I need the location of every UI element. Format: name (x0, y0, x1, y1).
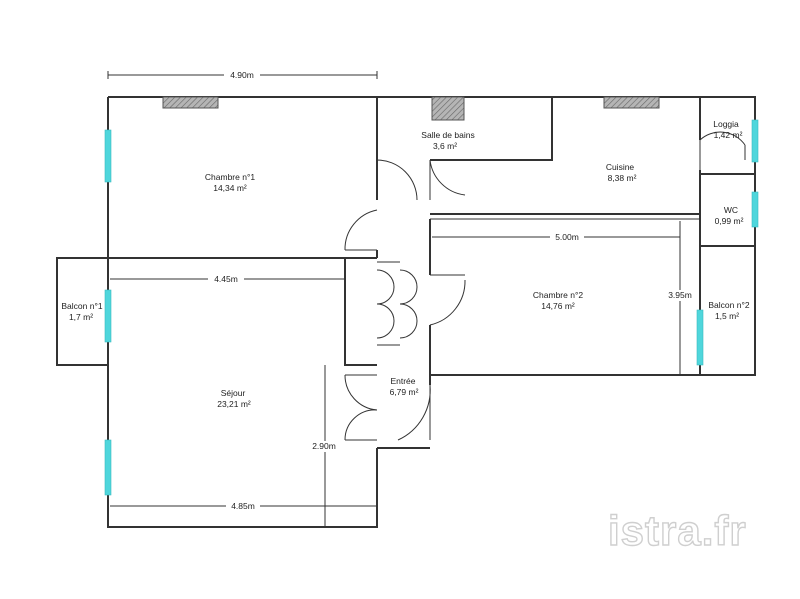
dim-sejour-width: 4.85m (231, 501, 255, 511)
window-balcon1 (104, 289, 112, 343)
room-chambre1-name: Chambre n°1 (205, 172, 255, 182)
room-entree-area: 6,79 m² (390, 387, 419, 397)
room-cuisine-name: Cuisine (606, 162, 635, 172)
room-chambre2-name: Chambre n°2 (533, 290, 583, 300)
dim-chambre1-width: 4.45m (214, 274, 238, 284)
dimension-labels: 4.90m 4.45m 5.00m 3.95m 2.90m 4.85m (208, 70, 696, 512)
dim-chambre2-width: 5.00m (555, 232, 579, 242)
room-cuisine-area: 8,38 m² (608, 173, 637, 183)
room-balcon2-name: Balcon n°2 (708, 300, 749, 310)
chimney-chambre1 (162, 96, 219, 109)
room-labels: Chambre n°1 14,34 m² Salle de bains 3,6 … (61, 119, 749, 409)
room-chambre2-area: 14,76 m² (541, 301, 575, 311)
chimney-salle-de-bains (431, 96, 465, 121)
window-wc (751, 191, 759, 228)
room-balcon1-name: Balcon n°1 (61, 301, 102, 311)
window-sejour (104, 439, 112, 496)
window-chambre1 (104, 129, 112, 183)
window-loggia (751, 119, 759, 163)
walls (56, 96, 756, 528)
room-salle-de-bains-name: Salle de bains (421, 130, 474, 140)
room-sejour-name: Séjour (221, 388, 246, 398)
dimension-lines (107, 71, 681, 527)
dim-top: 4.90m (230, 70, 254, 80)
room-sejour-area: 23,21 m² (217, 399, 251, 409)
dim-chambre2-height: 3.95m (668, 290, 692, 300)
room-chambre1-area: 14,34 m² (213, 183, 247, 193)
room-loggia-area: 1,42 m² (714, 130, 743, 140)
room-wc-name: WC (724, 205, 738, 215)
doors (344, 131, 746, 441)
room-entree-name: Entrée (390, 376, 415, 386)
windows (104, 119, 759, 496)
room-loggia-name: Loggia (713, 119, 739, 129)
window-chambre2 (696, 309, 704, 366)
room-balcon1-area: 1,7 m² (69, 312, 93, 322)
room-wc-area: 0,99 m² (715, 216, 744, 226)
room-balcon2-area: 1,5 m² (715, 311, 739, 321)
watermark-logo: istra.fr (608, 507, 747, 554)
chimney-cuisine (603, 96, 660, 109)
dim-sejour-height: 2.90m (312, 441, 336, 451)
chimneys (162, 96, 660, 121)
room-salle-de-bains-area: 3,6 m² (433, 141, 457, 151)
